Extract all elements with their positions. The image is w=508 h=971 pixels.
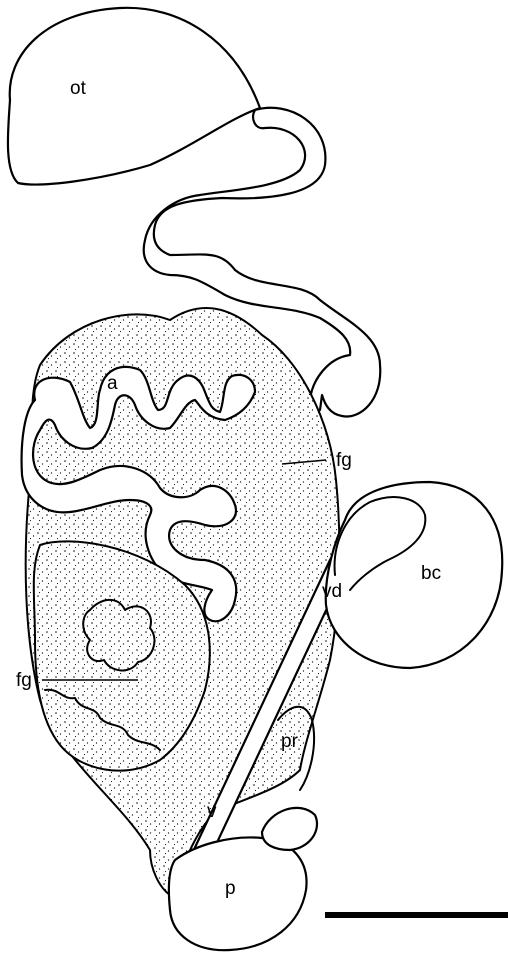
- label-a: a: [107, 373, 118, 394]
- label-v: v: [207, 801, 217, 822]
- ovotestis-shape: [8, 8, 260, 185]
- label-fg-left: fg: [16, 670, 32, 691]
- label-bc: bc: [421, 563, 441, 584]
- label-p: p: [225, 878, 236, 899]
- penis-shape: [169, 837, 307, 950]
- penis-upper-lobe: [262, 808, 317, 850]
- label-pr: pr: [281, 731, 299, 752]
- label-vd: vd: [322, 581, 342, 602]
- label-ot: ot: [70, 78, 87, 99]
- bursa-copulatrix-shape: [326, 482, 502, 668]
- label-fg-right: fg: [336, 450, 352, 471]
